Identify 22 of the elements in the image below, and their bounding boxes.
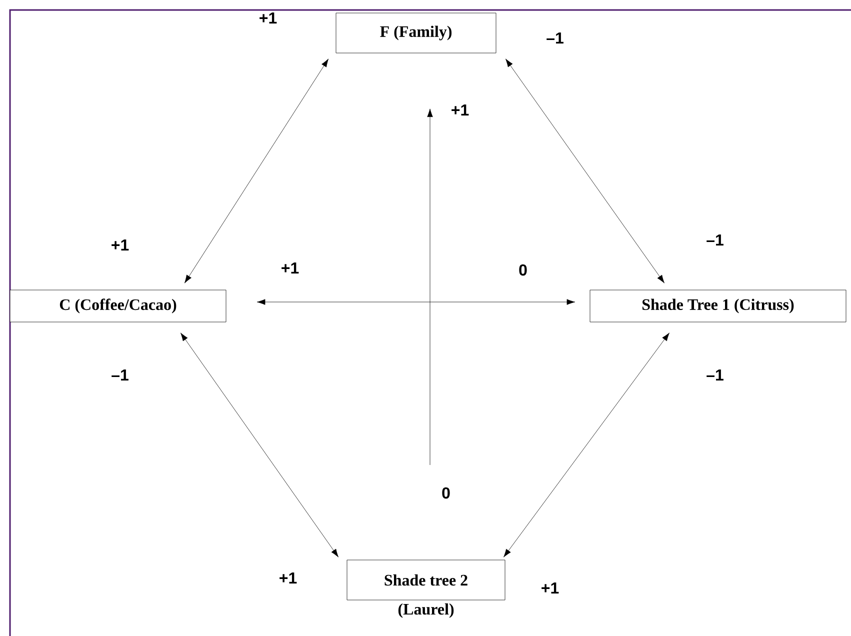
double-arrow <box>256 299 576 305</box>
value-label: –1 <box>706 370 724 380</box>
value-label: +1 <box>452 104 469 116</box>
value-label: –1 <box>546 32 564 44</box>
process-box: C (Coffee/Cacao) <box>10 290 226 322</box>
process-box: F (Family) <box>336 12 496 54</box>
value-label: +1 <box>260 12 277 24</box>
double-arrow <box>506 58 664 284</box>
value-label: +1 <box>112 240 129 250</box>
double-arrow <box>184 58 328 284</box>
double-arrow <box>180 332 338 558</box>
value-label: –1 <box>706 234 724 246</box>
double-arrow <box>504 332 670 558</box>
process-box: Shade Tree 1 (Citruss) <box>590 290 846 322</box>
value-label: –1 <box>112 370 128 380</box>
value-label: +1 <box>282 262 299 274</box>
value-label: 0 <box>519 264 527 276</box>
box-caption: (Laurel) <box>398 603 454 618</box>
value-label: +1 <box>280 572 297 584</box>
value-label: 0 <box>442 487 450 499</box>
process-box: Shade tree 2 <box>346 560 506 600</box>
value-label: +1 <box>542 582 559 594</box>
